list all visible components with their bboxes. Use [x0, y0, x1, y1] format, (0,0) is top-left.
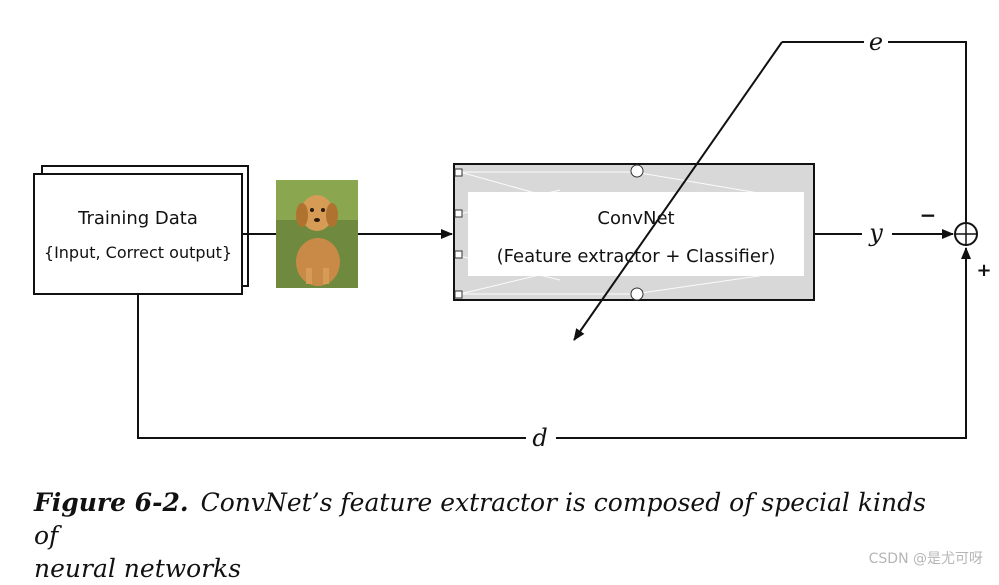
training-data-title: Training Data — [77, 208, 198, 229]
signal-y-label: y — [868, 219, 883, 247]
minus-sign: − — [920, 203, 937, 227]
signal-e-label: e — [869, 28, 883, 56]
input-puppy-image — [276, 180, 358, 288]
plus-sign: + — [976, 260, 991, 281]
caption-text-line2: neural networks — [34, 554, 242, 583]
watermark: CSDN @是尤可呀 — [868, 551, 983, 567]
figure-label: Figure 6-2. — [34, 488, 189, 517]
signal-d-label: d — [532, 424, 547, 452]
convnet-subtitle: (Feature extractor + Classifier) — [497, 246, 776, 267]
training-data-subtitle: {Input, Correct output} — [44, 243, 232, 262]
convnet-block: ConvNet (Feature extractor + Classifier) — [453, 163, 815, 301]
training-data-box: Training Data {Input, Correct output} — [33, 165, 249, 295]
summing-junction — [954, 222, 978, 246]
convnet-training-diagram: Training Data {Input, Correct output} — [33, 28, 992, 452]
figure-caption: Figure 6-2.ConvNet’s feature extractor i… — [34, 486, 934, 585]
error-adjust-arrow-line — [573, 41, 783, 341]
caption-text-line1: ConvNet’s feature extractor is composed … — [34, 488, 926, 550]
